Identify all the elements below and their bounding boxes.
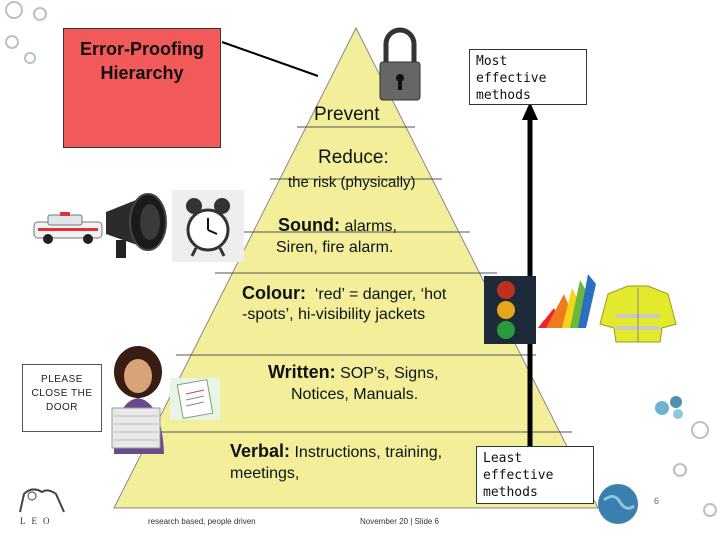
color-wedge-icon: [538, 274, 596, 328]
arrow-head-icon: [522, 102, 538, 120]
tier-verbal-line2: meetings,: [230, 465, 300, 482]
tier-reduce: Reduce:: [318, 147, 389, 168]
tier-reduce-text: the risk (physically): [288, 174, 416, 191]
diagram-title: Error-Proofing Hierarchy: [80, 39, 204, 83]
page-number: 6: [654, 496, 660, 506]
tier-sound: Sound: alarms,: [278, 215, 397, 235]
alarm-clock-icon: [186, 198, 230, 257]
tier-prevent: Prevent: [314, 104, 380, 125]
hi-vis-jacket-icon: [599, 285, 677, 343]
footer-date-slide: November 20 | Slide 6: [360, 517, 440, 526]
tier-colour: Colour: ‘red’ = danger, ‘hot: [242, 283, 447, 303]
molecule-icon: [655, 396, 683, 419]
least-effective-label: Least effective methods: [476, 446, 594, 504]
globe-icon: [598, 484, 638, 524]
tier-written: Written: SOP’s, Signs,: [268, 362, 439, 382]
police-car-icon: [33, 212, 103, 244]
corner-decoration-icon: [5, 1, 47, 64]
door-sign: PLEASE CLOSE THE DOOR: [22, 364, 102, 432]
tier-written-line2: Notices, Manuals.: [291, 386, 419, 403]
most-effective-label: Most effective methods: [469, 49, 587, 105]
logo-wordmark: LEO: [20, 516, 56, 526]
tier-sound-line2: Siren, fire alarm.: [276, 239, 394, 256]
woman-with-papers-icon: [111, 346, 164, 454]
title-pointer-line: [221, 41, 319, 77]
alarm-clock-panel: [172, 190, 244, 262]
lion-logo-icon: [19, 488, 65, 513]
memo-icon: [170, 378, 220, 420]
padlock-icon: [379, 27, 421, 101]
tier-colour-line2: -spots’, hi-visibility jackets: [242, 306, 426, 323]
siren-icon: [106, 193, 167, 258]
footer-tagline: research based, people driven: [148, 517, 256, 526]
tier-verbal: Verbal: Instructions, training,: [230, 441, 443, 461]
corner-decoration-right-icon: [673, 421, 717, 517]
title-box: Error-Proofing Hierarchy: [63, 28, 221, 148]
traffic-light-icon: [484, 276, 536, 344]
pyramid-shape: [113, 26, 599, 509]
